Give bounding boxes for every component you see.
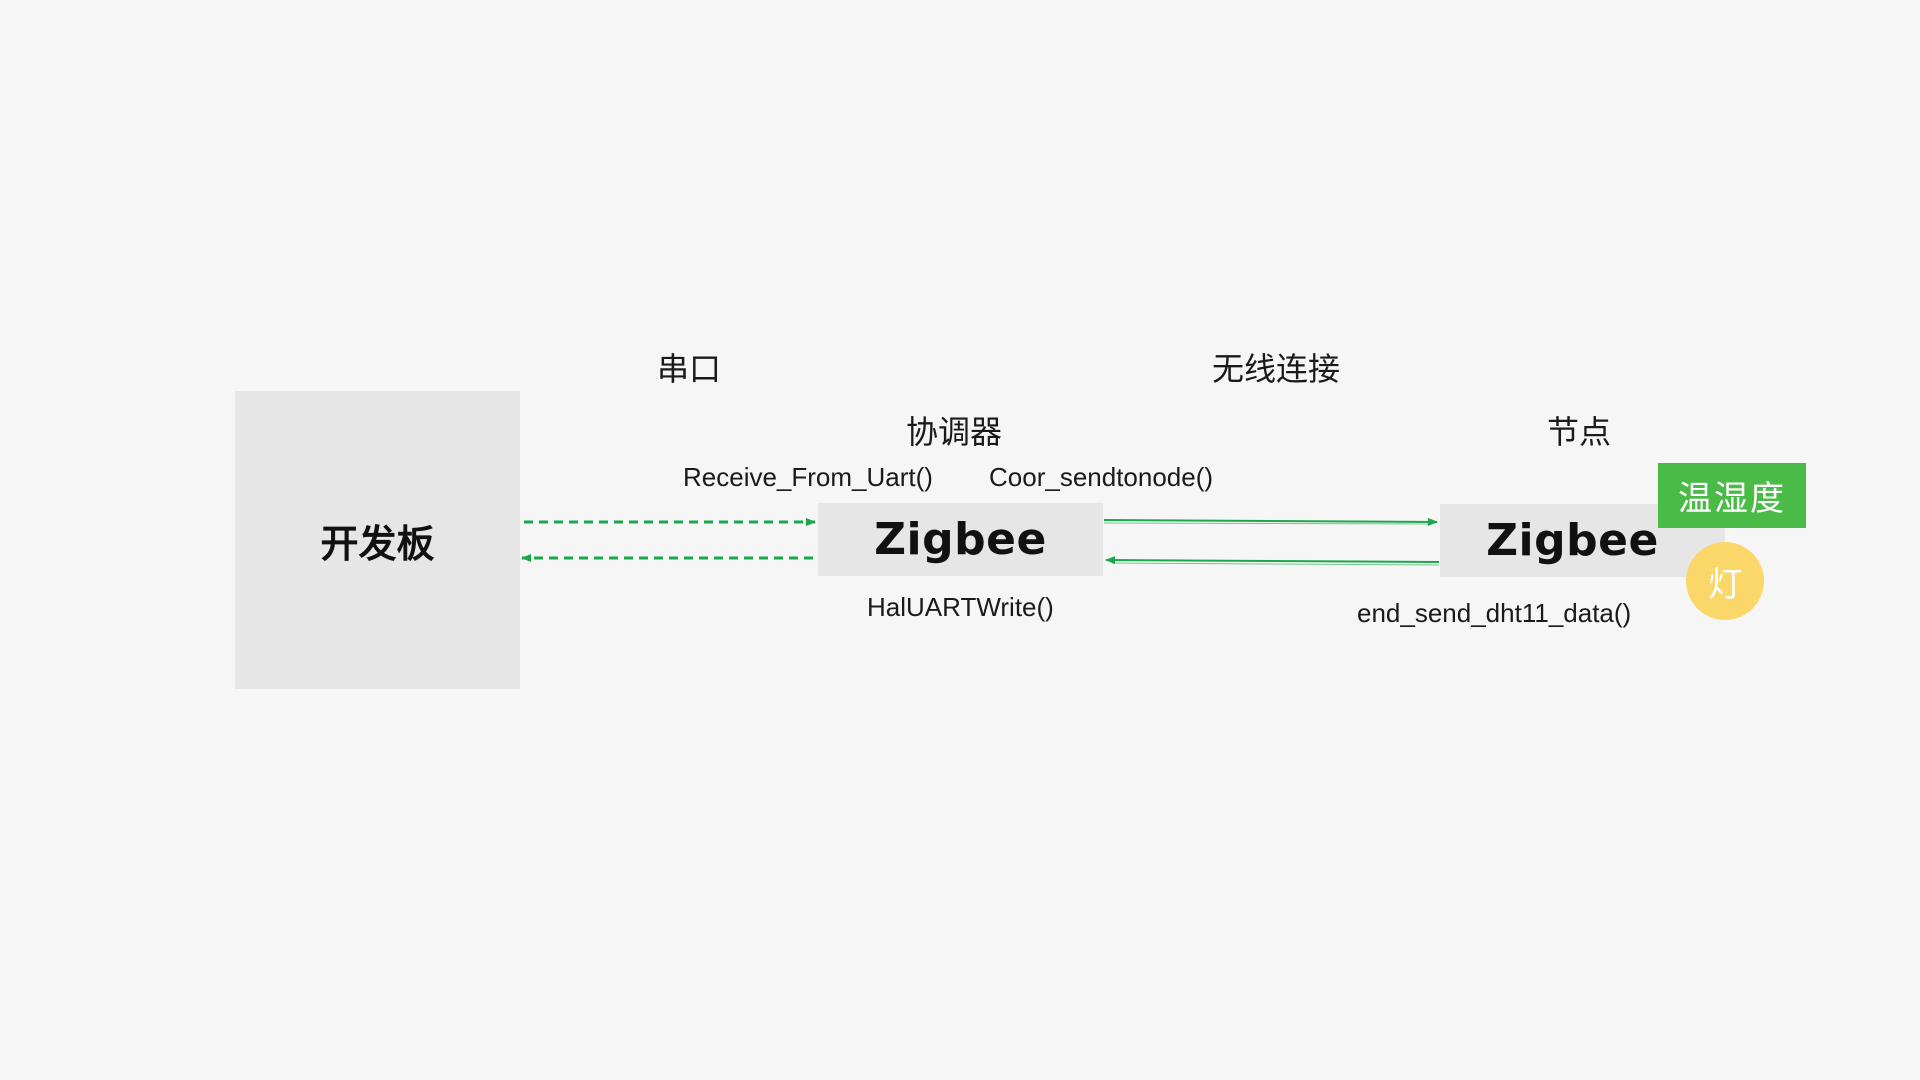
wireless-arrow-to-node xyxy=(1103,517,1438,526)
wireless-label: 无线连接 xyxy=(1212,350,1341,388)
coordinator-zigbee-box: Zigbee xyxy=(818,503,1103,576)
node-zigbee-box: Zigbee xyxy=(1440,504,1725,577)
lamp-indicator: 灯 xyxy=(1686,542,1764,620)
coor-sendtonode-label: Coor_sendtonode() xyxy=(989,462,1214,492)
node-zigbee-label: Zigbee xyxy=(1486,515,1659,566)
dev-board-label: 开发板 xyxy=(320,521,435,566)
hal-uart-write-label: HalUARTWrite() xyxy=(867,592,1054,622)
end-send-dht11-data-label: end_send_dht11_data() xyxy=(1357,598,1632,628)
wireless-arrow-to-node-shadow xyxy=(1103,522,1431,525)
temp-humidity-sensor-badge: 温湿度 xyxy=(1658,463,1806,528)
dev-board-box: 开发板 xyxy=(235,391,520,689)
node-label: 节点 xyxy=(1547,413,1612,451)
wireless-arrow-to-coordinator-shadow xyxy=(1111,562,1440,566)
wireless-arrow-to-coordinator xyxy=(1105,556,1440,565)
coordinator-zigbee-label: Zigbee xyxy=(874,514,1047,565)
receive-from-uart-label: Receive_From_Uart() xyxy=(683,462,933,492)
coordinator-label: 协调器 xyxy=(906,413,1003,451)
serial-label: 串口 xyxy=(657,350,722,388)
